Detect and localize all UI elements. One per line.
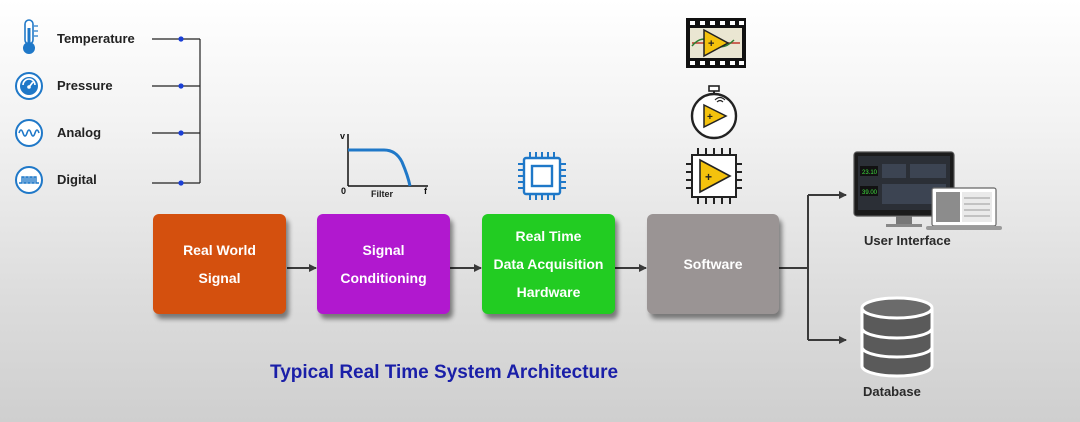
svg-text:+: + (705, 170, 712, 184)
filter-response-chart: v 0 f Filter (340, 131, 428, 199)
database-label: Database (863, 384, 921, 399)
block-daq-hardware: Real Time Data Acquisition Hardware (482, 214, 615, 314)
filter-x-end-label: f (424, 186, 428, 196)
user-interface-icon: 23.10 39.00 (853, 151, 1002, 230)
svg-text:+: + (708, 38, 714, 50)
filter-caption: Filter (371, 189, 394, 199)
block-label-software: Software (683, 256, 743, 272)
labview-chip-icon: + (686, 148, 742, 204)
block-label-real-world-signal: Real World Signal (183, 242, 256, 286)
labview-video-icon: + (686, 18, 746, 68)
block-label-daq-hardware: Real Time Data Acquisition Hardware (493, 228, 604, 300)
user-interface-label: User Interface (864, 233, 951, 248)
filter-x-origin-label: 0 (341, 186, 346, 196)
sensor-label-digital: Digital (57, 172, 97, 187)
processor-chip-icon (518, 152, 566, 200)
sensor-node-dots (178, 36, 184, 186)
sensor-label-temperature: Temperature (57, 31, 135, 46)
flow-arrows (287, 191, 847, 344)
digital-pulse-icon (15, 166, 43, 194)
labview-timer-icon: + (690, 85, 738, 140)
filter-curve (348, 148, 412, 187)
filter-y-label: v (340, 131, 345, 141)
thermometer-icon (23, 19, 38, 54)
block-software: Software (647, 214, 779, 314)
svg-text:+: + (707, 112, 713, 123)
block-label-signal-conditioning: Signal Conditioning (340, 242, 427, 286)
sensor-label-pressure: Pressure (57, 78, 113, 93)
pressure-gauge-icon (15, 72, 43, 100)
analog-wave-icon (15, 119, 43, 147)
sensor-bus (152, 38, 201, 184)
block-signal-conditioning: Signal Conditioning (317, 214, 450, 314)
screen-readout-1: 23.10 (862, 170, 878, 176)
block-real-world-signal: Real World Signal (153, 214, 286, 314)
sensor-label-analog: Analog (57, 125, 102, 140)
database-icon (860, 296, 934, 378)
diagram-title: Typical Real Time System Architecture (270, 362, 619, 383)
screen-readout-2: 39.00 (862, 190, 878, 196)
